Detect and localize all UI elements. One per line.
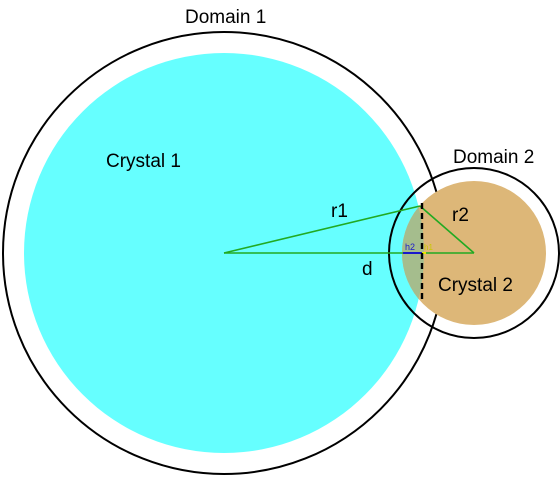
crystal2-label: Crystal 2 — [438, 275, 513, 296]
r1-label: r1 — [331, 201, 348, 222]
crystal1-label: Crystal 1 — [106, 151, 181, 172]
h1-label: h1 — [424, 243, 433, 252]
r2-line — [419, 205, 475, 254]
domain2-label: Domain 2 — [453, 147, 534, 168]
h2-label: h2 — [405, 242, 415, 252]
r2-label: r2 — [452, 205, 469, 226]
domain1-label: Domain 1 — [185, 7, 266, 28]
r1-line — [223, 205, 421, 254]
d-label: d — [362, 259, 373, 280]
